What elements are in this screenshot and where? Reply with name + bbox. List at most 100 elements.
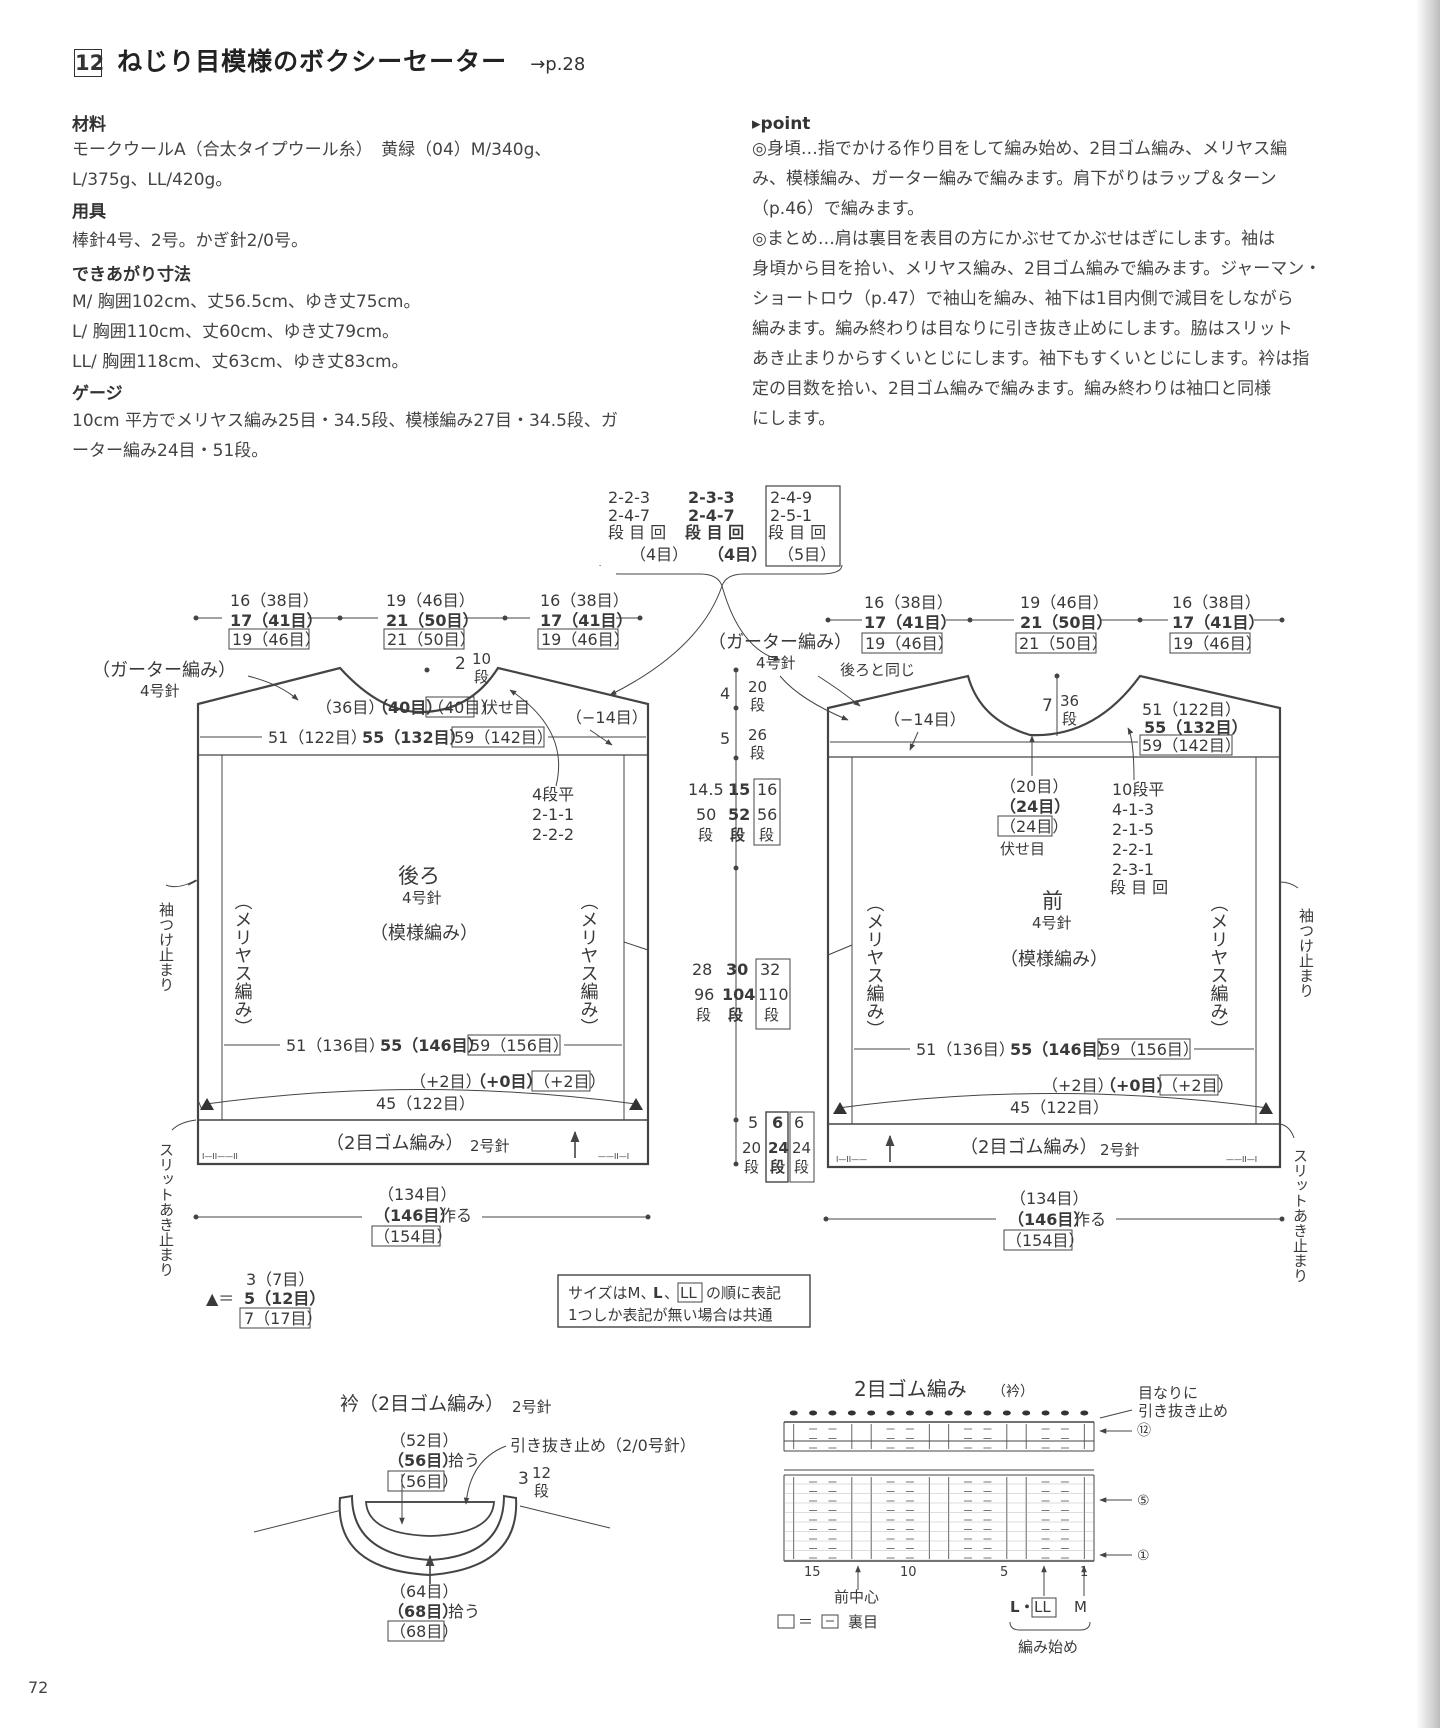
- collar-needle: 2号針: [512, 1398, 552, 1416]
- tri-ll: 7（17目）: [244, 1309, 323, 1328]
- front-same-as-back: 後ろと同じ: [840, 661, 915, 679]
- front-rib-inc-m: （+2目）: [1042, 1076, 1114, 1095]
- v-body-ll-rows: 110: [758, 985, 789, 1004]
- pattern-number: 12: [74, 49, 105, 77]
- v-body-m-rows: 96: [694, 985, 714, 1004]
- front-seg3-l: 17（41目）: [1172, 613, 1265, 632]
- collar-top-m: （52目）: [390, 1431, 458, 1450]
- sh-ll-2: 2-5-1: [770, 506, 812, 525]
- collar-bottom-m: （64目）: [390, 1582, 458, 1601]
- v-rib-ll-rows: 24: [792, 1139, 811, 1157]
- front-seg2-l: 21（50目）: [1020, 613, 1113, 632]
- bind-off-dot: [905, 1410, 914, 1416]
- front-rib-marks-left: I—II——: [836, 1155, 867, 1164]
- point-line-1: ◎身頃…指でかける作り目をして編み始め、2目ゴム編み、メリヤス編: [752, 139, 1288, 159]
- back-caston-l: （146目）: [374, 1206, 455, 1225]
- v-arm-m: 14.5: [688, 780, 724, 799]
- front-neck-shape-6: 段 目 回: [1110, 878, 1168, 897]
- v-rib-m-rows: 20: [742, 1139, 761, 1157]
- v-garter2-unit: 段: [750, 744, 765, 762]
- front-rib-inc-l: （+0目）: [1100, 1076, 1173, 1095]
- v-rib-ll: 6: [794, 1113, 804, 1132]
- chart-front-center: 前中心: [834, 1588, 879, 1606]
- front-slit: スリットあき止まり: [1291, 1148, 1309, 1283]
- front-seg1-ll: 19（46目）: [865, 634, 954, 653]
- page-ref-link[interactable]: →p.28: [530, 54, 586, 75]
- v-body-unit-l: 段: [728, 1006, 743, 1024]
- front-neck-bind-ll: （24目）: [1000, 817, 1068, 836]
- back-rib-inc-l: （+0目）: [470, 1072, 543, 1091]
- back-seg3-ll: 19（46目）: [541, 630, 630, 649]
- back-neck-shape-1: 4段平: [532, 785, 574, 804]
- page-title: ねじり目模様のボクシーセーター: [117, 47, 508, 76]
- bind-off-dot: [1002, 1410, 1011, 1416]
- size-l: L/ 胸囲110cm、丈60cm、ゆき丈79cm。: [72, 322, 400, 342]
- gauge-heading: ゲージ: [72, 384, 123, 404]
- triangle-marker-icon: [1259, 1102, 1273, 1114]
- point-line-9: 定の目数を拾い、2目ゴム編みで編みます。編み終わりは袖口と同様: [752, 379, 1272, 399]
- back-neck-rows-unit: 段: [474, 668, 489, 686]
- rib-chart: 2目ゴム編み （衿） 目なりに 引き抜き止め ⑫ ⑤ ① 15 10 5 1 前…: [777, 1377, 1228, 1656]
- size-note-1c: 、: [664, 1284, 679, 1302]
- point-line-10: にします。: [752, 409, 836, 429]
- bind-off-dot: [886, 1410, 895, 1416]
- bind-off-dot: [1022, 1410, 1031, 1416]
- v-arm-l: 15: [728, 780, 750, 799]
- bind-off-dot: [1080, 1410, 1089, 1416]
- v-garter1-cm: 4: [720, 684, 730, 703]
- v-arm-l-rows: 52: [728, 805, 750, 824]
- front-neck-shape-2: 4-1-3: [1112, 800, 1154, 819]
- back-piece: 16（38目） 17（41目） 19（46目） 19（46目） 21（50目） …: [92, 566, 651, 1277]
- back-slit: スリットあき止まり: [157, 1142, 175, 1277]
- front-name: 前: [1042, 889, 1063, 913]
- size-note-1b: L: [653, 1284, 663, 1302]
- front-neck-rows-unit: 段: [1062, 710, 1077, 728]
- v-body-ll: 32: [760, 960, 780, 979]
- triangle-note: 3（7目） ▲＝ 5（12目） 7（17目）: [206, 1270, 325, 1329]
- v-body-l: 30: [726, 960, 748, 979]
- title-block: 12 ねじり目模様のボクシーセーター →p.28: [74, 42, 585, 78]
- back-rib-marks-left: I—II——II: [202, 1152, 238, 1161]
- triangle-marker-icon: [629, 1098, 643, 1110]
- back-garter-label: （ガーター編み）: [92, 660, 236, 681]
- front-pattern: （模様編み）: [1000, 949, 1108, 970]
- sh-l-3: 段 目 回: [685, 523, 744, 542]
- point-heading: ▸point: [752, 114, 811, 134]
- front-neck-bind-suffix: 伏せ目: [1000, 840, 1045, 858]
- back-rib-inc-m: （+2目）: [410, 1072, 482, 1091]
- back-neck-shape-3: 2-2-2: [532, 825, 574, 844]
- back-seg3-l: 17（41目）: [540, 611, 633, 630]
- collar-rows: 12: [532, 1464, 551, 1482]
- back-rib-inner: 45（122目）: [376, 1094, 475, 1113]
- front-side-right: （メリヤス編み）: [1208, 894, 1229, 1038]
- bind-off-dot: [809, 1410, 818, 1416]
- back-rib-inc-ll: （+2目）: [534, 1072, 606, 1091]
- page-number: 72: [28, 1678, 49, 1697]
- front-rib-inner: 45（122目）: [1010, 1098, 1109, 1117]
- back-neck-rows: 10: [472, 650, 491, 668]
- bind-off-dot: [789, 1410, 798, 1416]
- collar-top-ll: （56目）: [390, 1472, 458, 1491]
- chart-col-5: 5: [1000, 1565, 1008, 1580]
- back-seg1-l: 17（41目）: [230, 611, 323, 630]
- back-side-left: （メリヤス編み）: [232, 892, 253, 1036]
- bind-off-dot: [1041, 1410, 1050, 1416]
- sh-l-4: （4目）: [708, 545, 767, 564]
- collar-bottom-suffix: 拾う: [448, 1602, 480, 1621]
- front-neck-shape-4: 2-2-1: [1112, 840, 1154, 859]
- front-neck-shape-3: 2-1-5: [1112, 820, 1154, 839]
- size-note-1a: サイズはM、: [568, 1284, 656, 1302]
- gauge-line-2: ーター編み24目・51段。: [72, 441, 269, 461]
- back-neck-bind-l: （40目）: [372, 698, 442, 717]
- back-rib-needle: 2号針: [470, 1137, 510, 1155]
- size-note: サイズはM、 L 、 LL の順に表記 1つしか表記が無い場合は共通: [557, 1274, 811, 1328]
- collar-depth: 3: [518, 1469, 529, 1489]
- chart-row-12: ⑫: [1137, 1423, 1151, 1439]
- back-seg2-m: 19（46目）: [386, 591, 475, 610]
- front-seg1-l: 17（41目）: [864, 613, 957, 632]
- back-pattern: （模様編み）: [370, 923, 478, 944]
- v-garter1-rows: 20: [748, 678, 767, 696]
- sh-m-1: 2-2-3: [608, 488, 650, 507]
- point-line-3: （p.46）で編みます。: [752, 199, 925, 219]
